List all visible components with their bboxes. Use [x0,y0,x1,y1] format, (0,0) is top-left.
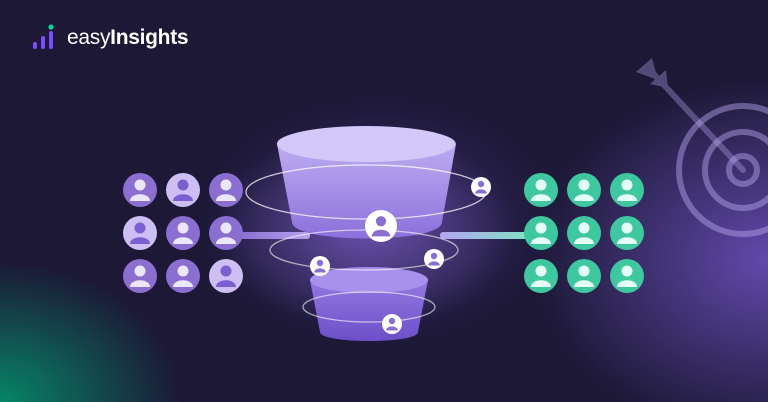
right-connector [440,232,528,239]
orbit-person-icon [365,210,397,242]
brand-logo: easyInsights [31,24,189,52]
person-icon [524,259,558,293]
person-icon [166,216,200,250]
target-icon [676,103,768,237]
orbit-person-icon [471,177,491,197]
person-icon [524,216,558,250]
brand-name: easyInsights [67,26,189,50]
orbit-person-icon [424,249,444,269]
person-icon [209,259,243,293]
person-icon [166,173,200,207]
person-icon [123,216,157,250]
person-icon [209,173,243,207]
person-icon [166,259,200,293]
brand-name-light: easy [67,26,111,49]
bar-chart-logo-icon [31,24,61,52]
person-icon [567,173,601,207]
arrow-icon [636,58,746,173]
person-icon [123,173,157,207]
person-icon [567,216,601,250]
person-icon [610,259,644,293]
person-icon [209,216,243,250]
brand-name-bold: Insights [110,26,189,49]
left-user-group [123,173,243,293]
person-icon [567,259,601,293]
person-icon [610,216,644,250]
orbit-person-icon [310,256,330,276]
person-icon [524,173,558,207]
person-icon [123,259,157,293]
person-icon [610,173,644,207]
right-user-group [524,173,644,293]
funnel-icon [245,126,487,341]
orbit-person-icon [382,314,402,334]
